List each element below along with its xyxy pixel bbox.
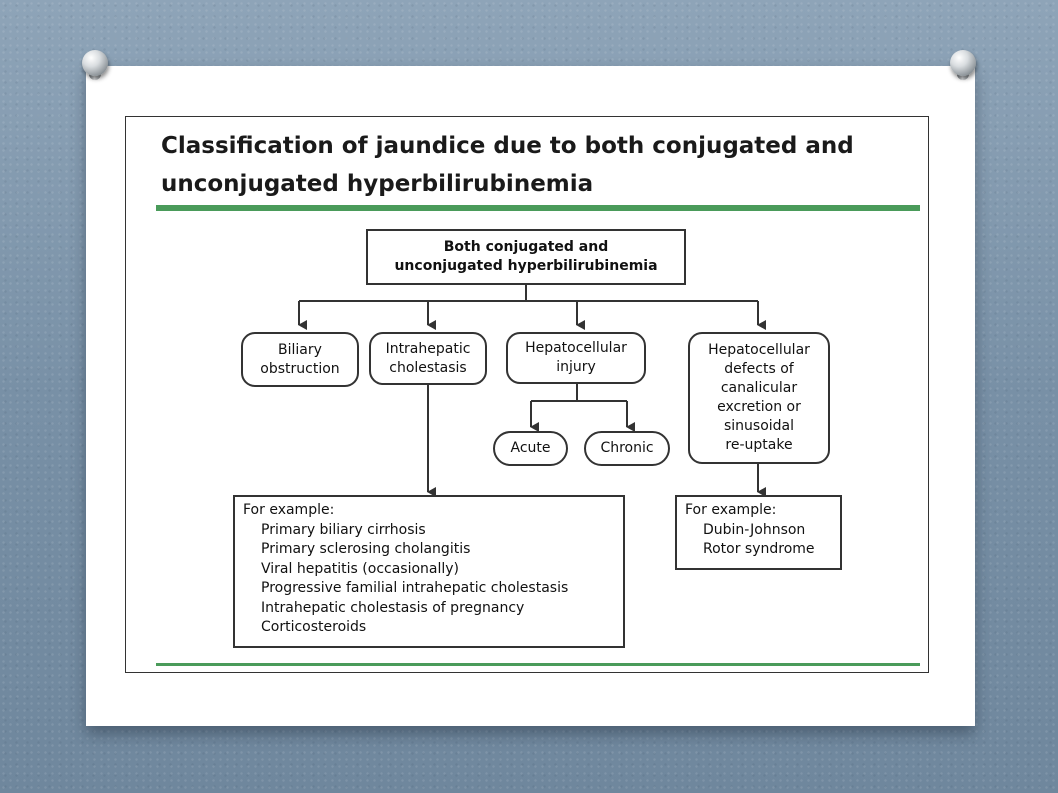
title-rule <box>156 205 920 211</box>
node-label-line: Hepatocellular <box>708 342 810 358</box>
node-label-line: injury <box>556 359 596 375</box>
node-label-line: Chronic <box>600 440 654 456</box>
node-hepatocellular-injury: Hepatocellular injury <box>506 332 646 384</box>
node-label-line: Hepatocellular <box>525 340 627 356</box>
node-label-line: defects of <box>724 361 794 377</box>
node-root: Both conjugated and unconjugated hyperbi… <box>366 229 686 285</box>
connector-lines <box>298 285 766 497</box>
node-label-line: re-uptake <box>725 437 793 453</box>
example-item: Rotor syndrome <box>703 541 815 557</box>
node-label-line: obstruction <box>260 360 340 377</box>
example-item: Primary sclerosing cholangitis <box>261 541 471 557</box>
pushpin-icon <box>946 46 982 82</box>
examples-box-left: For example: Primary biliary cirrhosis P… <box>233 495 625 648</box>
node-biliary-obstruction: Biliary obstruction <box>241 332 359 387</box>
node-label-line: Biliary <box>278 341 322 358</box>
example-item: Dubin-Johnson <box>703 521 806 538</box>
pushpin-icon <box>78 46 114 82</box>
bottom-rule <box>156 663 920 666</box>
examples-heading: For example: <box>685 502 777 518</box>
example-item: Progressive familial intrahepatic choles… <box>261 580 569 596</box>
example-item: Primary biliary cirrhosis <box>261 521 426 538</box>
example-item: Intrahepatic cholestasis of pregnancy <box>261 599 525 616</box>
node-chronic: Chronic <box>584 431 670 466</box>
node-label-line: Intrahepatic <box>385 340 471 357</box>
node-intrahepatic-cholestasis: Intrahepatic cholestasis <box>369 332 487 385</box>
example-item: Viral hepatitis (occasionally) <box>261 560 460 577</box>
node-acute: Acute <box>493 431 568 466</box>
node-root-line: unconjugated hyperbilirubinemia <box>394 258 658 274</box>
examples-heading: For example: <box>243 502 335 518</box>
node-root-line: Both conjugated and <box>443 239 609 255</box>
figure-frame: Classification of jaundice due to both c… <box>125 116 929 673</box>
node-label-line: cholestasis <box>389 359 467 376</box>
figure-title: Classification of jaundice due to both c… <box>161 133 854 197</box>
example-item: Corticosteroids <box>261 619 367 635</box>
node-label-line: excretion or <box>717 399 801 415</box>
node-label-line: canalicular <box>720 380 798 396</box>
node-label-line: Acute <box>510 440 551 456</box>
examples-box-right: For example: Dubin-Johnson Rotor syndrom… <box>675 495 842 570</box>
node-label-line: sinusoidal <box>723 418 795 434</box>
node-hepatocellular-defects: Hepatocellular defects of canalicular ex… <box>688 332 830 464</box>
